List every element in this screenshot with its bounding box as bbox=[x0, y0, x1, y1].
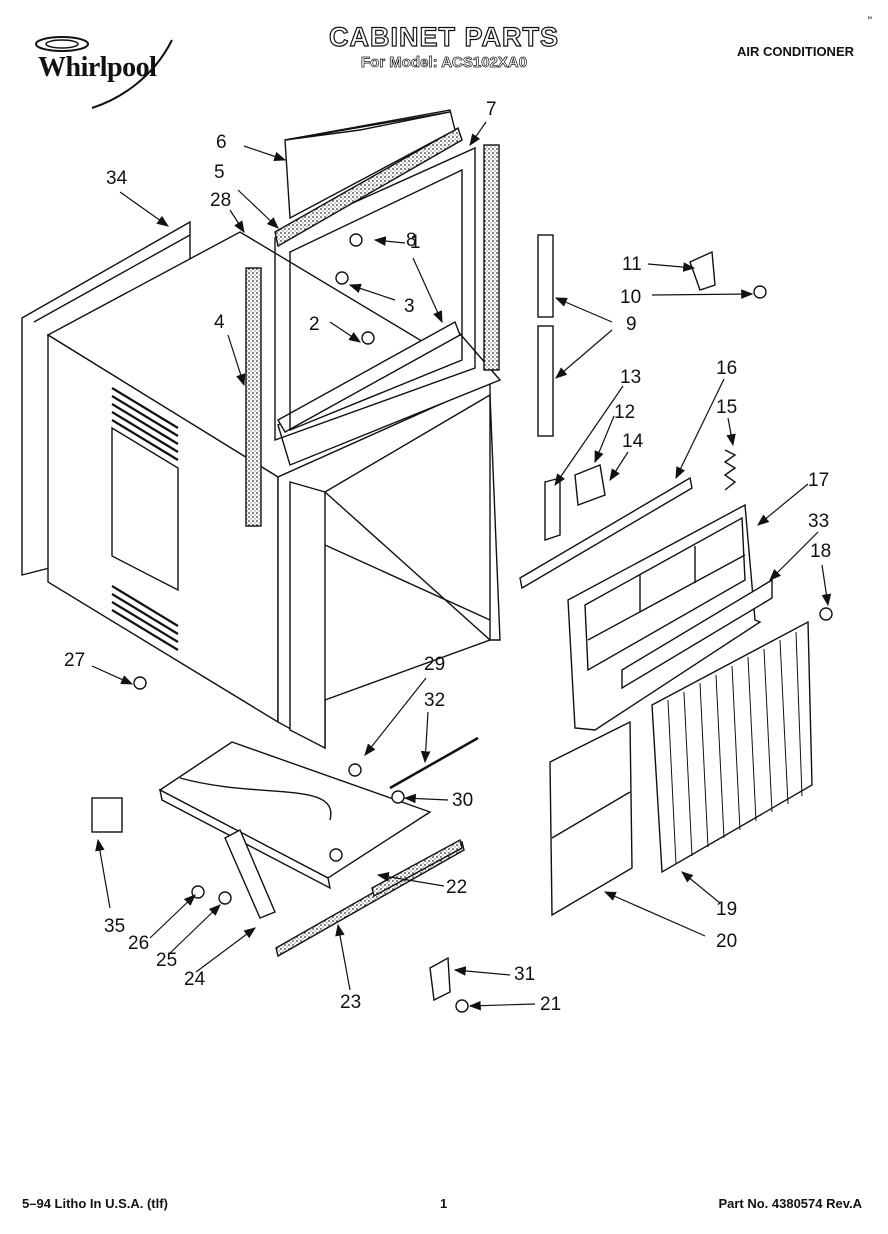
filter-strip bbox=[621, 578, 773, 690]
cabinet-wrapper bbox=[21, 220, 502, 750]
page-title: CABINET PARTS bbox=[328, 21, 559, 52]
callout-19: 19 bbox=[716, 899, 737, 920]
callout-15: 15 bbox=[716, 397, 737, 418]
callout-8: 8 bbox=[406, 230, 417, 251]
spring-15 bbox=[723, 449, 737, 491]
clip-14 bbox=[574, 464, 606, 506]
channel-rail bbox=[519, 476, 693, 590]
brand-wordmark: Whirlpool bbox=[38, 52, 157, 83]
seal-strip-4 bbox=[245, 267, 262, 527]
callout-31: 31 bbox=[514, 964, 535, 985]
callout-33: 33 bbox=[808, 511, 829, 532]
callout-21: 21 bbox=[540, 994, 561, 1015]
whirlpool-logo: Whirlpool bbox=[22, 30, 192, 110]
callout-12: 12 bbox=[614, 402, 635, 423]
seal-strip-7 bbox=[483, 144, 500, 371]
callout-16: 16 bbox=[716, 358, 737, 379]
front-frame bbox=[274, 146, 476, 441]
callout-13: 13 bbox=[620, 367, 641, 388]
callout-23: 23 bbox=[340, 992, 361, 1013]
curtain-upper bbox=[537, 234, 554, 318]
front-panel bbox=[549, 720, 633, 917]
callout-25: 25 bbox=[156, 950, 177, 971]
callout-22: 22 bbox=[446, 877, 467, 898]
page-number: 1 bbox=[440, 1196, 448, 1211]
callout-26: 26 bbox=[128, 933, 149, 954]
callout-4: 4 bbox=[214, 312, 225, 333]
model-line: For Model: ACS102XA0 bbox=[360, 54, 528, 72]
callout-30: 30 bbox=[452, 790, 473, 811]
callout-27: 27 bbox=[64, 650, 85, 671]
callout-10: 10 bbox=[620, 287, 641, 308]
callout-3: 3 bbox=[404, 296, 415, 317]
callout-20: 20 bbox=[716, 931, 737, 952]
callout-18: 18 bbox=[810, 541, 831, 562]
window-panel bbox=[284, 109, 456, 220]
callout-labels: 1 2 3 4 5 6 7 8 9 10 11 12 13 14 15 16 1… bbox=[64, 99, 831, 1015]
curtain-lower bbox=[537, 325, 554, 437]
callout-6: 6 bbox=[216, 132, 227, 153]
base-pan bbox=[158, 741, 432, 919]
grille-frame bbox=[567, 503, 762, 731]
front-grille bbox=[651, 620, 813, 874]
part-number: Part No. 4380574 Rev.A bbox=[718, 1196, 862, 1211]
callout-11: 11 bbox=[622, 254, 642, 275]
callout-5: 5 bbox=[214, 162, 225, 183]
support-13 bbox=[544, 477, 561, 541]
callout-7: 7 bbox=[486, 99, 497, 120]
callout-29: 29 bbox=[424, 654, 445, 675]
callout-14: 14 bbox=[622, 431, 644, 452]
base-strip-22 bbox=[371, 838, 463, 898]
callout-1: 1 bbox=[410, 232, 421, 253]
callout-2: 2 bbox=[309, 314, 320, 335]
product-type: AIR CONDITIONER bbox=[737, 44, 854, 59]
mounting-bracket bbox=[689, 250, 716, 291]
screws bbox=[133, 233, 833, 1013]
clip-31 bbox=[429, 956, 451, 1002]
seal-strip-5 bbox=[274, 126, 463, 248]
label-35 bbox=[91, 797, 123, 833]
corner-mark: " bbox=[867, 14, 872, 28]
callout-9: 9 bbox=[626, 314, 637, 335]
print-info: 5–94 Litho In U.S.A. (tlf) bbox=[22, 1196, 168, 1211]
callout-32: 32 bbox=[424, 690, 445, 711]
leader-lines bbox=[91, 121, 832, 1011]
callout-34: 34 bbox=[106, 168, 128, 189]
callout-35: 35 bbox=[104, 916, 125, 937]
long-screw-32 bbox=[389, 736, 479, 790]
callout-24: 24 bbox=[184, 969, 206, 990]
callout-28: 28 bbox=[210, 190, 231, 211]
callout-17: 17 bbox=[808, 470, 829, 491]
logo-swirl bbox=[35, 36, 173, 109]
